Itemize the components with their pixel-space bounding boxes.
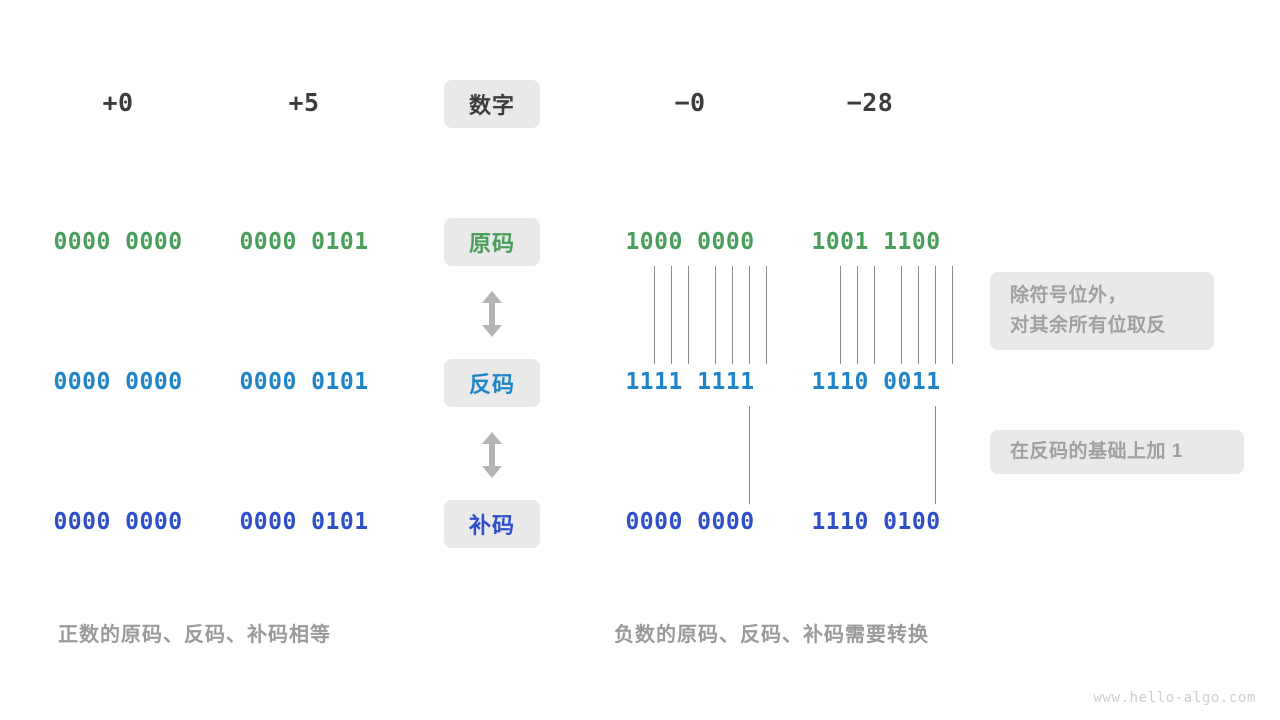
cell-twos-complement-plus-zero: 0000 0000 — [53, 509, 183, 535]
connector-line — [732, 266, 733, 364]
column-header-minus-zero: −0 — [674, 88, 706, 117]
cell-true-form-plus-five: 0000 0101 — [239, 229, 369, 255]
connector-line — [840, 266, 841, 364]
note-add-one-line1: 在反码的基础上加 1 — [1010, 441, 1183, 462]
connector-line — [874, 266, 875, 364]
note-add-one: 在反码的基础上加 1 — [990, 430, 1244, 474]
watermark: www.hello-algo.com — [1093, 690, 1256, 706]
cell-ones-complement-plus-zero: 0000 0000 — [53, 369, 183, 395]
cell-ones-complement-minus-twentyeight: 1110 0011 — [811, 369, 941, 395]
column-header-plus-zero: +0 — [102, 88, 134, 117]
caption-negative: 负数的原码、反码、补码需要转换 — [614, 624, 929, 646]
cell-twos-complement-minus-zero: 0000 0000 — [625, 509, 755, 535]
connector-line — [688, 266, 689, 364]
cell-ones-complement-plus-five: 0000 0101 — [239, 369, 369, 395]
row-label-twos-complement-text: 补码 — [468, 513, 515, 538]
connector-line — [749, 266, 750, 364]
cell-true-form-minus-zero: 1000 0000 — [625, 229, 755, 255]
connector-line — [654, 266, 655, 364]
connector-line — [918, 266, 919, 364]
cell-true-form-plus-zero: 0000 0000 — [53, 229, 183, 255]
row-label-ones-complement: 反码 — [444, 359, 540, 407]
connector-line — [749, 406, 750, 504]
column-header-minus-twentyeight: −28 — [846, 88, 894, 117]
column-header-plus-five: +5 — [288, 88, 320, 117]
connector-line — [935, 406, 936, 504]
connector-line — [766, 266, 767, 364]
note-invert-bits-line1: 除符号位外， — [1010, 285, 1128, 306]
double-arrow-icon — [482, 432, 502, 478]
arrow-true-form-to-ones-complement — [479, 291, 505, 337]
row-header-label-number-text: 数字 — [468, 93, 515, 118]
cell-true-form-minus-twentyeight: 1001 1100 — [811, 229, 941, 255]
double-arrow-icon — [482, 291, 502, 337]
row-label-true-form-text: 原码 — [468, 231, 515, 256]
connector-line — [901, 266, 902, 364]
connector-line — [671, 266, 672, 364]
cell-ones-complement-minus-zero: 1111 1111 — [625, 369, 755, 395]
row-header-label-number: 数字 — [444, 80, 540, 128]
connector-line — [952, 266, 953, 364]
connector-line — [857, 266, 858, 364]
cell-twos-complement-plus-five: 0000 0101 — [239, 509, 369, 535]
row-label-ones-complement-text: 反码 — [468, 372, 515, 397]
caption-positive: 正数的原码、反码、补码相等 — [58, 624, 331, 646]
row-label-twos-complement: 补码 — [444, 500, 540, 548]
row-label-true-form: 原码 — [444, 218, 540, 266]
cell-twos-complement-minus-twentyeight: 1110 0100 — [811, 509, 941, 535]
note-invert-bits: 除符号位外， 对其余所有位取反 — [990, 272, 1214, 350]
connector-line — [715, 266, 716, 364]
note-invert-bits-line2: 对其余所有位取反 — [1010, 315, 1167, 336]
arrow-ones-complement-to-twos-complement — [479, 432, 505, 478]
connector-line — [935, 266, 936, 364]
